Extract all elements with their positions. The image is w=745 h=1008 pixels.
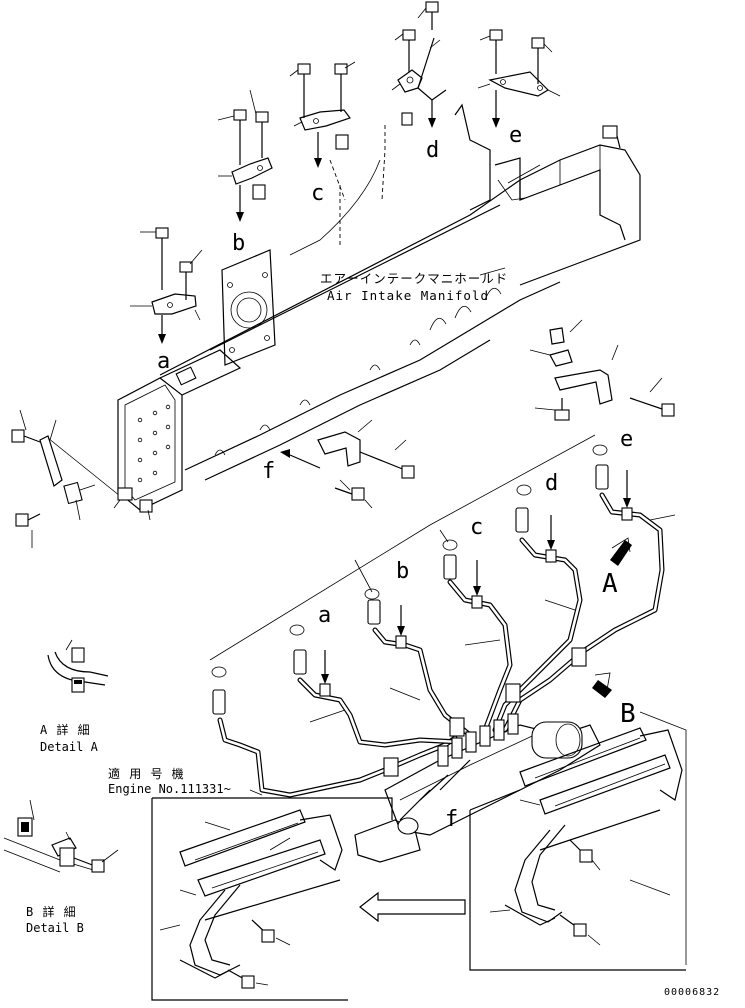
bolt-icon [531,37,545,84]
callout-f: f [445,807,458,832]
detail-a-jp: A 詳 細 [40,722,91,737]
view-arrow-B-icon [592,672,612,698]
bolt-icon [554,398,570,421]
callout-d: d [545,471,558,496]
bolt-icon [297,63,311,118]
callout-b: b [396,559,409,584]
bolt-icon [425,1,439,30]
bolt-icon [155,227,169,290]
right-bracket-group [529,319,675,421]
bracket-view-right [469,727,686,971]
bolt-icon [251,919,275,943]
manifold-label-jp: エアーインテークマニホールド [320,271,508,286]
callout-c-top: c [311,181,324,206]
callout-a-top: a [157,349,170,374]
injection-pump [354,713,601,863]
bolt-icon [227,969,255,989]
injection-pipes [209,434,687,965]
detail-b-en: Detail B [26,921,84,935]
view-arrow-A-icon [610,537,632,566]
callout-A: A [602,569,618,599]
applicable-jp: 適 用 号 機 [108,766,185,781]
callout-b-top: b [232,231,245,256]
manifold-label-en: Air Intake Manifold [327,288,489,303]
callout-a: a [318,603,331,628]
bolt-icon [629,397,675,417]
drawing-number: 00006832 [664,987,720,998]
bolt-icon [233,109,247,165]
bolt-icon [334,487,365,501]
top-clamp-group [130,1,561,344]
bolt-icon [569,839,593,863]
bolt-icon [15,513,41,527]
callout-e: e [620,427,633,452]
intake-manifold [117,103,641,511]
bolt-icon [489,29,503,74]
bolt-icon [559,914,587,937]
callout-c: c [470,515,483,540]
bolt-icon [334,63,348,112]
callout-B: B [620,699,636,729]
callout-d-top: d [426,138,439,163]
applicable-en: Engine No.111331~ [108,782,231,796]
view-direction-arrow-icon [359,891,466,923]
callout-e-top: e [509,123,522,148]
detail-b-view [3,799,119,873]
detail-a-view [47,639,109,693]
callout-f-top: f [262,459,275,484]
bolt-icon [402,29,416,72]
bracket-view-left [151,797,393,1001]
detail-b-jp: B 詳 細 [26,904,77,919]
bolt-icon [11,429,41,443]
detail-a-en: Detail A [40,740,99,754]
left-bracket-group [11,409,415,548]
bolt-icon [255,111,269,158]
